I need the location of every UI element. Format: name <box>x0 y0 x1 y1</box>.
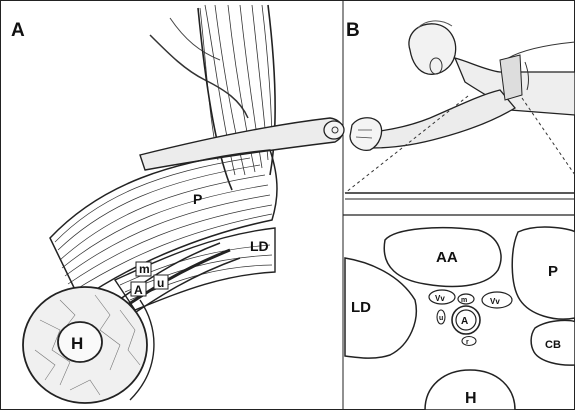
label-r: r <box>466 339 469 346</box>
label-p: P <box>548 263 558 280</box>
radial-nerve-circle <box>462 337 476 346</box>
label-a: A <box>461 316 468 327</box>
label-median-nerve: m <box>139 262 150 276</box>
label-ld: LD <box>351 299 371 316</box>
label-aa: AA <box>436 249 458 266</box>
label-humerus: H <box>71 334 83 353</box>
label-ulnar-nerve: u <box>157 276 164 290</box>
label-h: H <box>465 390 477 407</box>
p-region <box>512 227 575 319</box>
panel-a-letter: A <box>11 20 25 42</box>
panel-b-crosssection <box>345 227 575 410</box>
label-artery: A <box>134 283 143 297</box>
label-m: m <box>461 297 467 304</box>
label-vv-right: Vv <box>490 297 500 306</box>
label-cb: CB <box>545 339 561 351</box>
label-vv-left: Vv <box>435 294 445 303</box>
panel-b-patient <box>345 21 575 199</box>
label-pectoralis: P <box>193 191 202 207</box>
label-latissimus: LD <box>250 238 269 254</box>
label-u: u <box>439 315 443 322</box>
panel-b-letter: B <box>346 20 360 42</box>
